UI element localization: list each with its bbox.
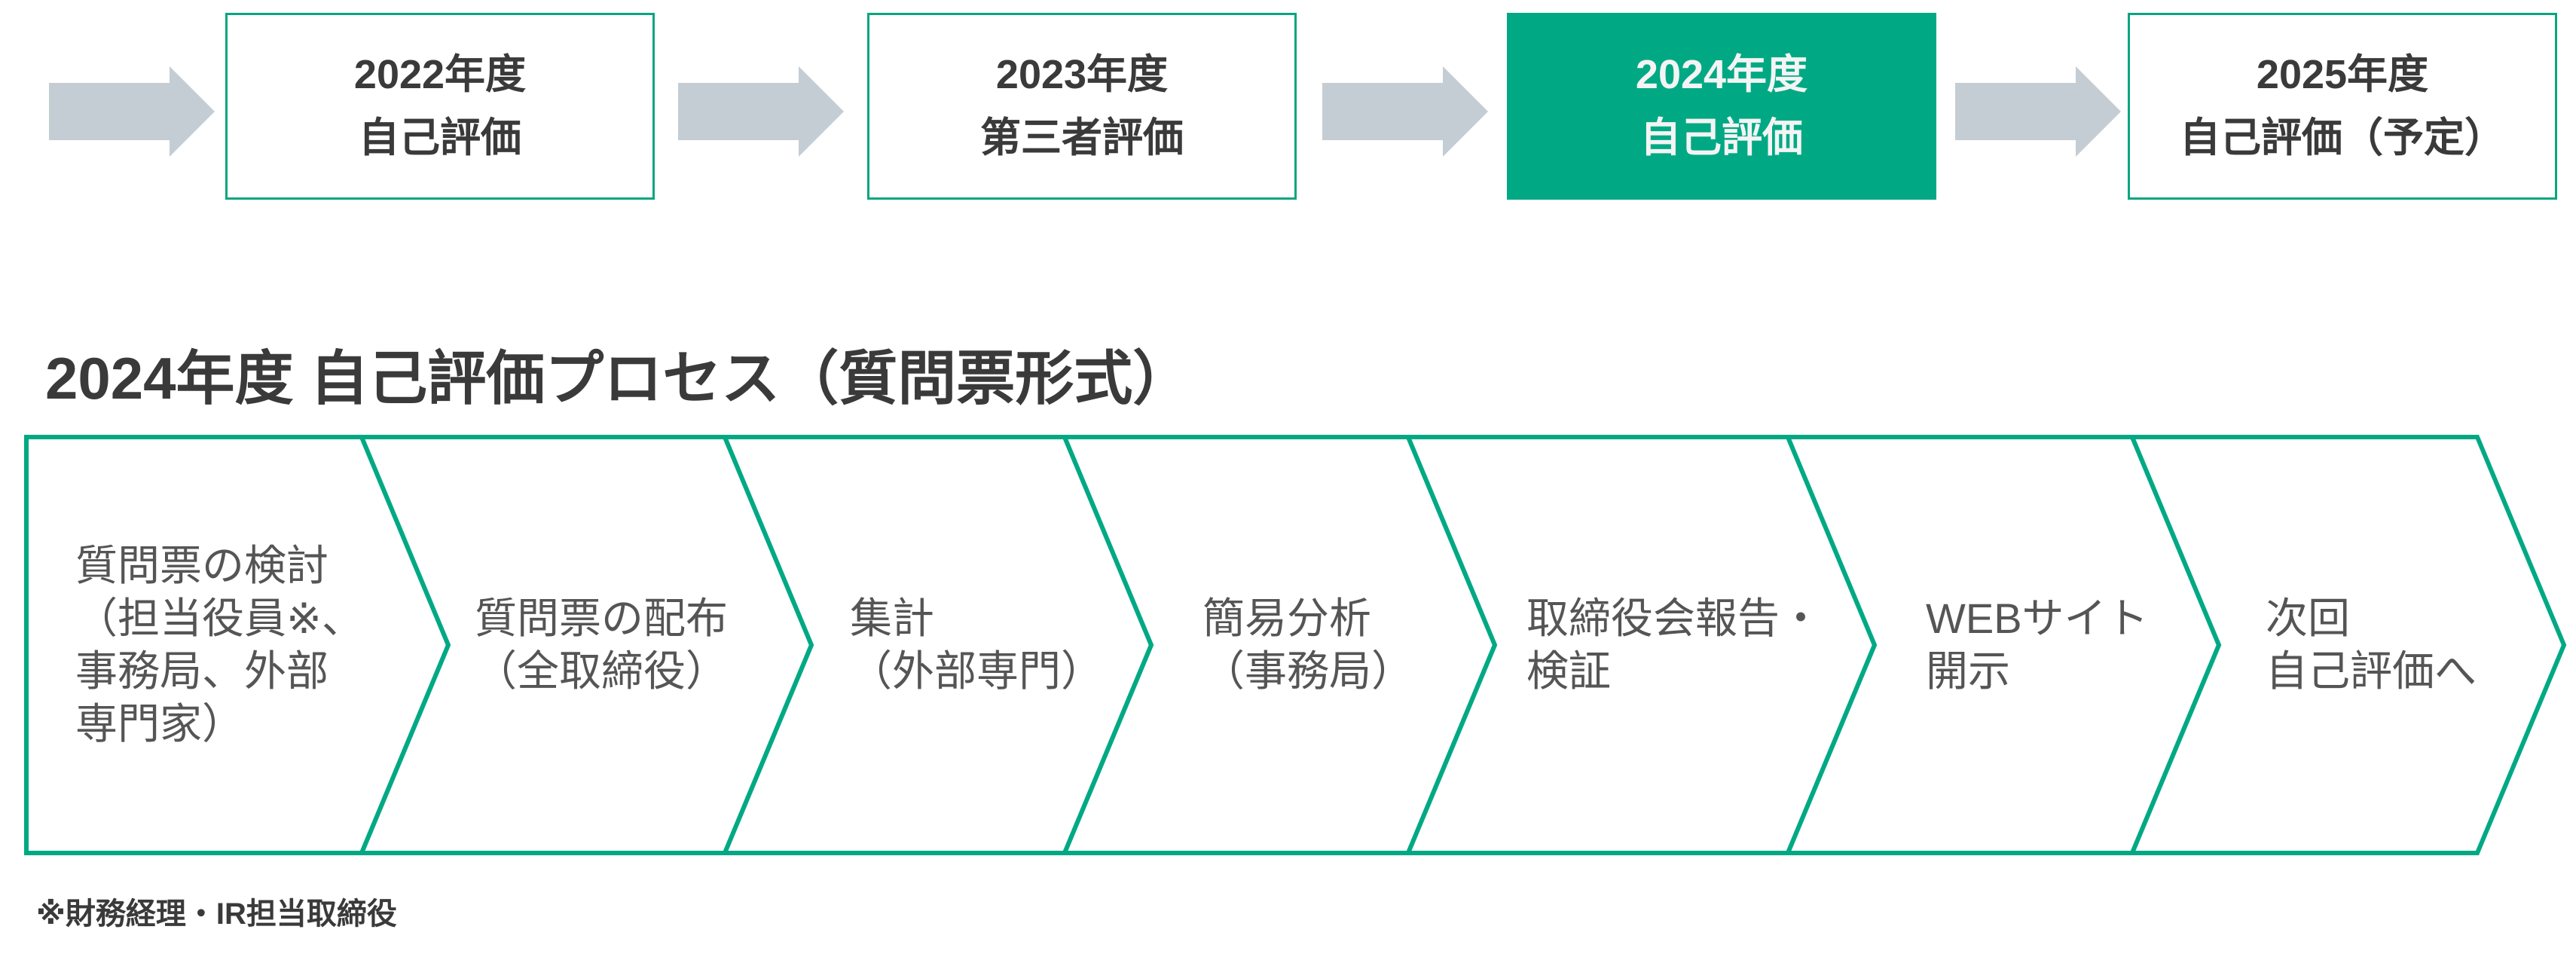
timeline-arrow-icon [49,66,215,157]
process-step-1: 質問票の検討 （担当役員※、 事務局、外部 専門家） [75,542,364,748]
process-step-2: 質問票の配布 （全取締役） [475,595,728,695]
timeline-label: 自己評価 [1640,115,1803,161]
process-step-3: 集計 （外部専門） [850,595,1103,695]
timeline-arrow-icon [678,66,844,157]
timeline-year: 2025年度 [2256,52,2429,97]
timeline-year: 2024年度 [1635,52,1808,97]
timeline-year: 2023年度 [995,52,1169,97]
process-step-5: 取締役会報告・ 検証 [1526,595,1822,695]
timeline-year: 2022年度 [353,52,527,97]
timeline-box-2022: 2022年度 自己評価 [225,13,655,200]
timeline-box-2024-current: 2024年度 自己評価 [1507,13,1936,200]
process-step-4: 簡易分析 （事務局） [1202,595,1413,695]
timeline-box-2025: 2025年度 自己評価（予定） [2128,13,2557,200]
chevron-step-shape [2128,435,2567,855]
timeline-arrow-icon [1955,66,2121,157]
timeline-label: 第三者評価 [980,115,1184,161]
process-title: 2024年度 自己評価プロセス（質問票形式） [45,345,1192,411]
process-step-7: 次回 自己評価へ [2266,595,2477,695]
timeline-arrow-icon [1322,66,1488,157]
process-step-6: WEBサイト 開示 [1926,595,2149,695]
timeline-box-2023: 2023年度 第三者評価 [867,13,1297,200]
timeline-label: 自己評価（予定） [2180,115,2505,161]
footnote: ※財務経理・IR担当取締役 [36,897,397,931]
timeline-label: 自己評価 [359,115,521,161]
